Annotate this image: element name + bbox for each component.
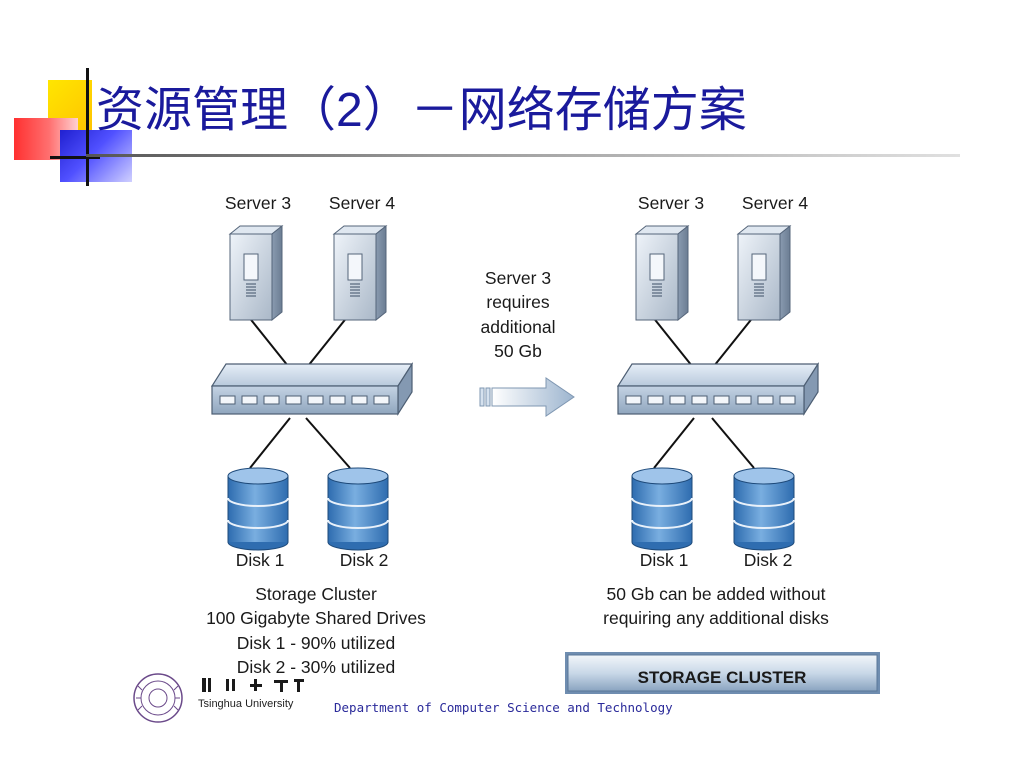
middle-note-line1: Server 3 [485, 268, 551, 288]
middle-note-line3: additional [481, 317, 556, 337]
left-disk1-label: Disk 1 [236, 550, 285, 570]
cable-right-disk2 [711, 417, 755, 469]
title-underline [86, 154, 960, 157]
logo-vertical-line [86, 68, 89, 186]
cable-right-server3 [651, 315, 693, 367]
cable-left-disk2 [305, 417, 351, 469]
cable-right-disk1 [653, 417, 695, 469]
cable-left-disk1 [249, 417, 291, 469]
right-switch-icon [617, 363, 819, 415]
cable-left-server4 [307, 315, 349, 367]
cable-right-server4 [713, 315, 755, 367]
title-prefix: 资源管理（ [96, 82, 337, 138]
title-suffix: ）－网络存储方案 [362, 82, 747, 138]
university-name: Tsinghua University [198, 698, 294, 710]
right-disk2-label: Disk 2 [744, 550, 793, 570]
left-caption-line3: Disk 1 - 90% utilized [237, 633, 396, 653]
logo-horizontal-line [50, 156, 100, 159]
left-disk1-icon [227, 467, 289, 551]
right-panel: Server 3 Server 4 Disk 1 Disk 2 50 Gb ca… [565, 193, 880, 694]
right-disk1-label: Disk 1 [640, 550, 689, 570]
storage-cluster-banner-text: STORAGE CLUSTER [638, 668, 807, 687]
tsinghua-seal-icon [133, 673, 183, 723]
left-caption-line1: Storage Cluster [255, 584, 377, 604]
left-disk2-icon [327, 467, 389, 551]
middle-note-line2: requires [486, 292, 549, 312]
storage-cluster-banner: STORAGE CLUSTER [565, 652, 880, 694]
storage-cluster-diagram: Server 3 Server 4 Disk 1 Disk 2 Storage … [180, 186, 880, 696]
tsinghua-chinese-logotype [202, 678, 304, 692]
left-switch-icon [211, 363, 413, 415]
right-disk1-icon [631, 467, 693, 551]
right-server3-label: Server 3 [638, 193, 704, 213]
left-server4-label: Server 4 [329, 193, 395, 213]
right-server4-label: Server 4 [742, 193, 808, 213]
right-caption-line2: requiring any additional disks [603, 608, 829, 628]
left-server4-icon [333, 225, 387, 321]
cable-left-server3 [247, 315, 289, 367]
middle-note-line4: 50 Gb [494, 341, 542, 361]
right-arrow-icon [479, 377, 575, 417]
right-disk2-icon [733, 467, 795, 551]
right-server3-icon [635, 225, 689, 321]
left-server3-label: Server 3 [225, 193, 291, 213]
right-server4-icon [737, 225, 791, 321]
left-server3-icon [229, 225, 283, 321]
left-caption-line2: 100 Gigabyte Shared Drives [206, 608, 426, 628]
middle-note: Server 3 requires additional 50 Gb [479, 268, 575, 417]
right-caption-line1: 50 Gb can be added without [607, 584, 826, 604]
title-number: 2 [336, 84, 363, 137]
left-panel: Server 3 Server 4 Disk 1 Disk 2 Storage … [206, 193, 426, 677]
slide-title: 资源管理（2）－网络存储方案 [96, 78, 747, 143]
department-name: Department of Computer Science and Techn… [334, 700, 673, 715]
left-disk2-label: Disk 2 [340, 550, 389, 570]
left-caption-line4: Disk 2 - 30% utilized [237, 657, 396, 677]
